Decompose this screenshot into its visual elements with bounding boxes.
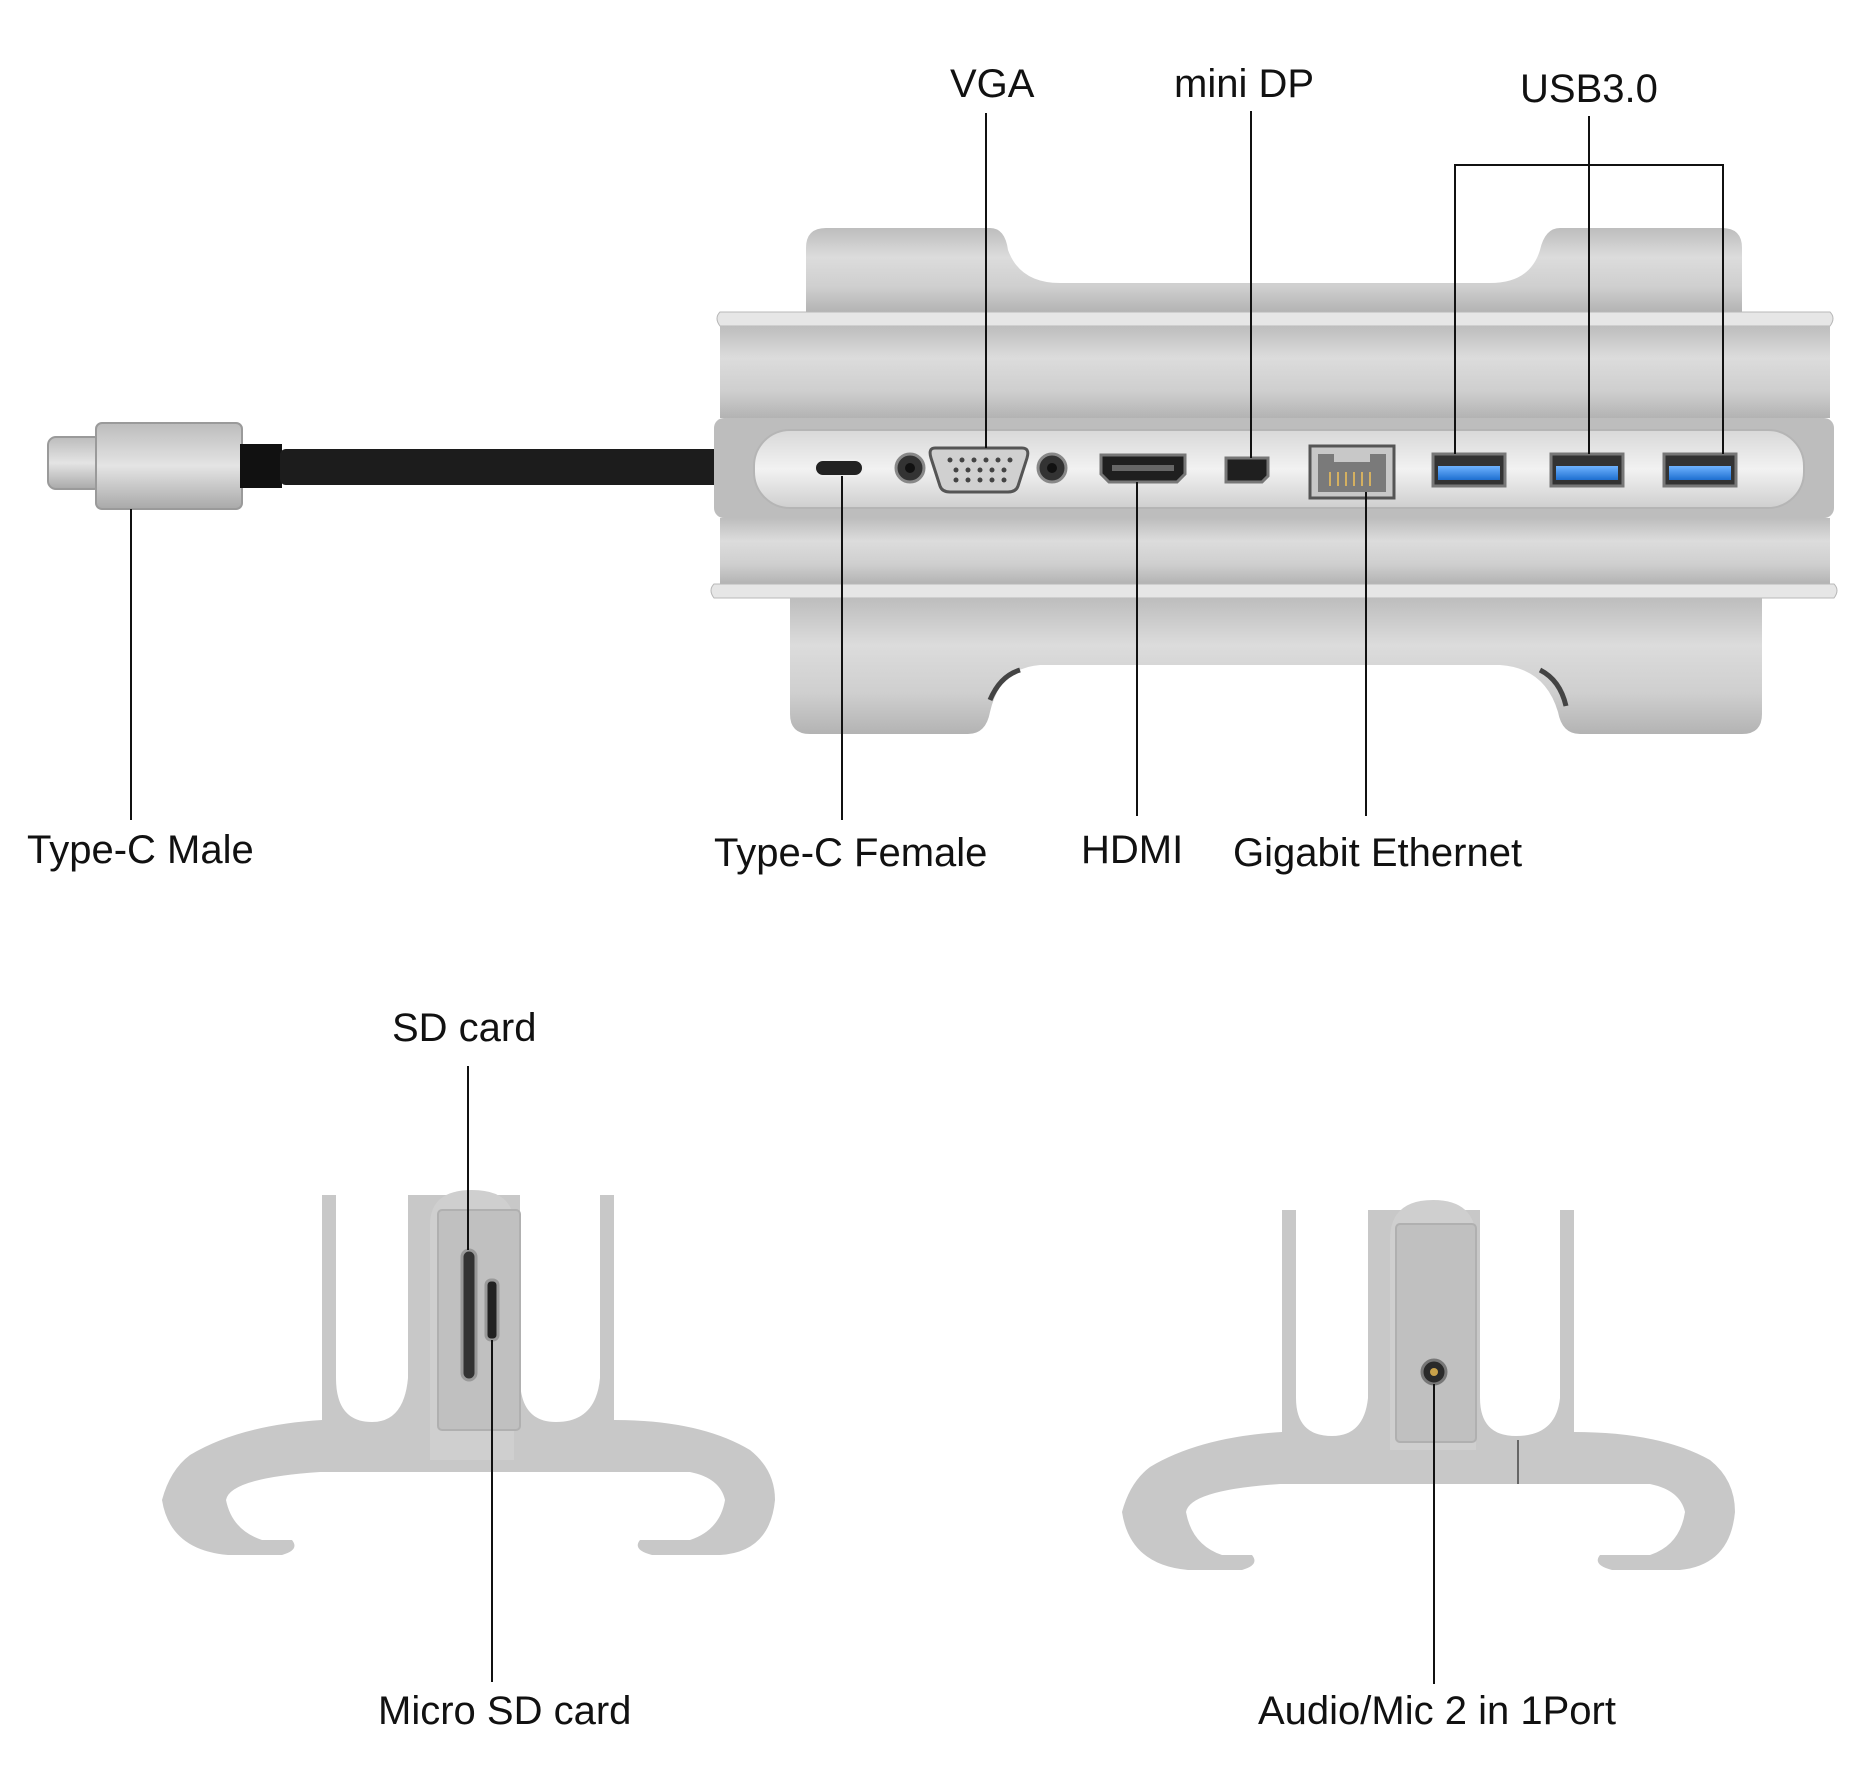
micro-sd-card-slot	[484, 1278, 500, 1342]
label-vga: VGA	[950, 62, 1035, 106]
type-c-female-port	[814, 459, 864, 477]
label-audio-mic: Audio/Mic 2 in 1Port	[1258, 1689, 1616, 1733]
label-mini-dp: mini DP	[1174, 62, 1315, 106]
side-view-right	[1122, 1200, 1735, 1570]
label-hdmi: HDMI	[1081, 828, 1184, 872]
leader-lines	[130, 111, 1724, 1684]
label-gigabit-ethernet: Gigabit Ethernet	[1233, 831, 1523, 875]
usb3-port-1	[1431, 452, 1507, 488]
usb3-port-2	[1549, 452, 1625, 488]
sd-card-slot	[460, 1248, 478, 1382]
label-type-c-male: Type-C Male	[27, 828, 254, 872]
type-c-male-plug	[47, 422, 282, 510]
label-sd-card: SD card	[392, 1006, 537, 1050]
side-view-left	[162, 1190, 775, 1555]
ports	[814, 444, 1738, 500]
label-micro-sd-card: Micro SD card	[378, 1689, 632, 1733]
label-type-c-female: Type-C Female	[714, 831, 988, 875]
cable	[280, 449, 740, 485]
usb3-port-3	[1662, 452, 1738, 488]
label-usb3: USB3.0	[1520, 67, 1658, 111]
ethernet-port	[1308, 444, 1396, 500]
leader-usb3-bracket	[1454, 164, 1724, 454]
mini-dp-port	[1224, 456, 1270, 484]
